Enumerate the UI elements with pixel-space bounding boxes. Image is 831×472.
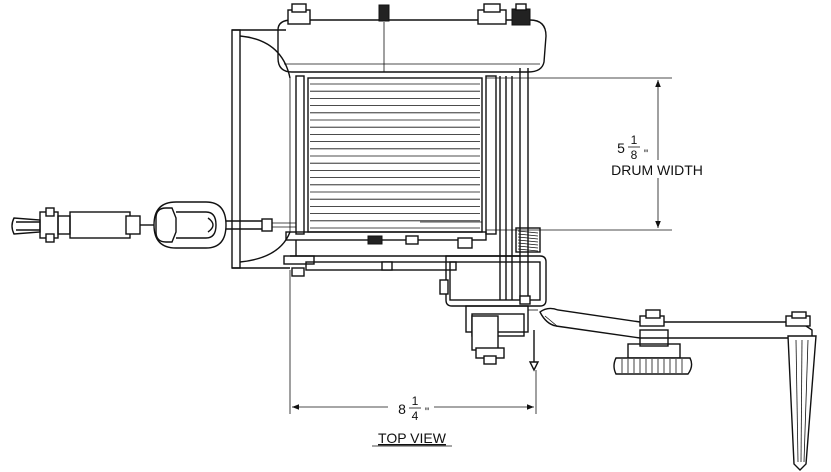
overall-width-unit: "	[425, 405, 429, 419]
overall-width-denominator: 4	[412, 409, 419, 423]
spring-coil	[517, 242, 539, 246]
lower-base	[283, 231, 520, 277]
drum-width-denominator: 8	[631, 148, 638, 162]
gearbox	[439, 255, 547, 372]
spring-coil	[517, 230, 539, 234]
spring-coil	[517, 239, 539, 243]
spring-coil	[517, 236, 539, 240]
motor-cover	[277, 3, 547, 73]
overall-width-dimension: 8 1 4 "	[289, 270, 537, 423]
drum-width-unit: "	[644, 147, 648, 161]
winch-frame	[231, 29, 529, 300]
drum-width-dimension: 5 1 8 " DRUM WIDTH	[486, 77, 710, 231]
cable-drum	[307, 77, 483, 233]
drum-width-label: DRUM WIDTH	[611, 162, 703, 178]
spring-coil	[517, 248, 539, 252]
drum-width-whole: 5	[617, 140, 625, 156]
hook-assembly	[11, 201, 296, 249]
spring-coil	[517, 233, 539, 237]
drum-width-numerator: 1	[631, 133, 638, 147]
view-label: TOP VIEW	[378, 430, 447, 446]
spring	[515, 227, 541, 253]
overall-width-numerator: 1	[412, 394, 419, 408]
spring-coil	[517, 245, 539, 249]
handle-assembly	[539, 307, 817, 471]
overall-width-whole: 8	[398, 401, 406, 417]
